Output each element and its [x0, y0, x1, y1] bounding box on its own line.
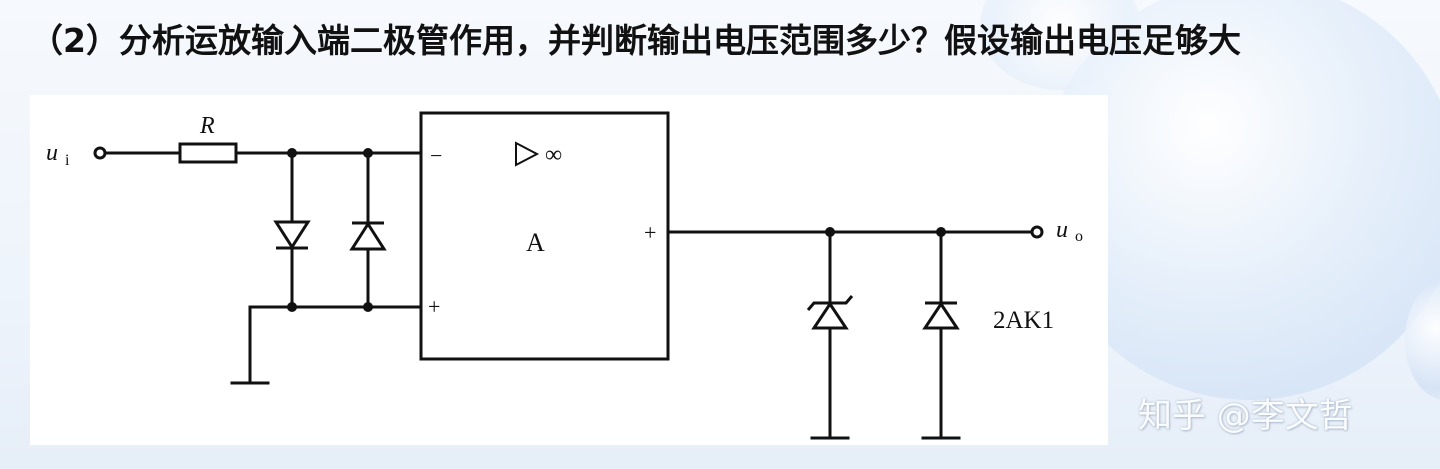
opamp-triangle-icon [515, 141, 540, 167]
noninverting-sign: + [428, 294, 440, 319]
zener-diode-bar [806, 295, 854, 311]
resistor-label: R [199, 113, 215, 139]
junction-dot [363, 148, 373, 158]
input-subscript: i [65, 152, 70, 169]
junction-dot [936, 227, 946, 237]
opamp-box [419, 111, 670, 361]
watermark: 知乎 @李文哲 [1138, 396, 1353, 436]
diode-part-label: 2AK1 [993, 307, 1054, 334]
junction-dot [825, 227, 835, 237]
circuit-panel [30, 95, 1108, 445]
opamp-gain: ∞ [545, 142, 562, 168]
opamp-label: A [526, 228, 545, 257]
inverting-sign: − [430, 143, 442, 168]
output-terminal [1030, 225, 1044, 239]
question-title: （2）分析运放输入端二极管作用，并判断输出电压范围多少？假设输出电压足够大 [30, 21, 1241, 60]
diode-2 [349, 221, 387, 251]
diode-1 [273, 220, 311, 250]
junction-dot [287, 148, 297, 158]
junction-dot [287, 302, 297, 312]
output-label: u [1056, 217, 1068, 243]
resistor [178, 142, 238, 164]
diode-2ak1 [922, 301, 960, 330]
zener-diode [811, 301, 849, 330]
junction-dot [363, 302, 373, 312]
output-subscript: o [1075, 228, 1083, 245]
input-label: u [46, 140, 58, 166]
output-sign: + [644, 220, 656, 245]
